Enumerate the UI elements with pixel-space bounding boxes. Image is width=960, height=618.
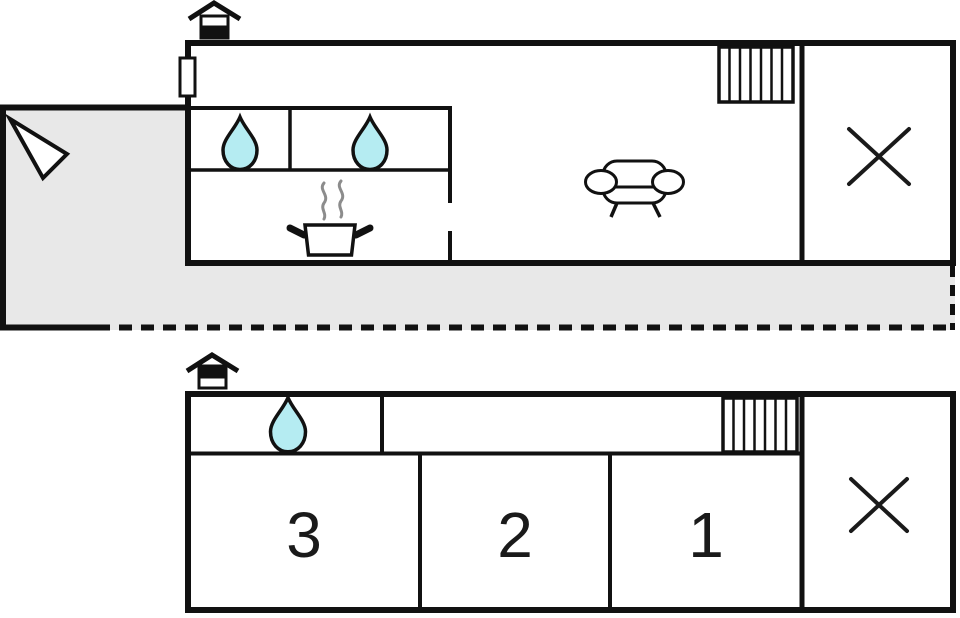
cooking-pot-icon xyxy=(286,179,374,257)
north-arrow-icon xyxy=(4,113,71,182)
stairs-icon xyxy=(717,45,795,104)
lower-house-floor-indicator-icon xyxy=(185,352,240,390)
terrace-fill xyxy=(0,105,955,330)
cross-mark-icon xyxy=(849,477,909,533)
house-roof xyxy=(185,352,240,374)
terrace-area xyxy=(0,104,955,331)
room-number-label: 1 xyxy=(688,499,724,571)
pot-body xyxy=(303,223,357,257)
water-drop-icon xyxy=(221,112,259,172)
pot-handle-left xyxy=(286,224,308,239)
house-filled-half xyxy=(197,364,228,379)
steam-icon xyxy=(337,179,345,219)
house-roof xyxy=(187,0,242,22)
upper-floor-outline xyxy=(185,40,956,266)
lower-floor-plan: 3 2 1 xyxy=(185,352,956,613)
room-number-label: 2 xyxy=(497,499,533,571)
water-drop-icon xyxy=(351,112,389,172)
sofa-armrest-right xyxy=(651,169,685,195)
entrance-door-marker xyxy=(178,56,197,98)
room-number-label: 3 xyxy=(286,499,322,571)
sofa-icon xyxy=(584,159,685,218)
house-filled-half xyxy=(199,25,230,40)
cross-mark-icon xyxy=(847,127,911,186)
pot-handle-right xyxy=(352,224,374,239)
sofa-leg-left xyxy=(609,202,619,218)
upper-house-floor-indicator-icon xyxy=(187,0,242,40)
water-drop-icon xyxy=(268,393,308,454)
stairs-icon xyxy=(721,396,799,454)
lower-floor-outline xyxy=(185,391,956,613)
upper-floor-plan xyxy=(178,0,956,266)
sofa-leg-right xyxy=(651,202,662,218)
sofa-armrest-left xyxy=(584,169,618,195)
terrace-border xyxy=(0,104,188,331)
steam-icon xyxy=(320,181,328,221)
